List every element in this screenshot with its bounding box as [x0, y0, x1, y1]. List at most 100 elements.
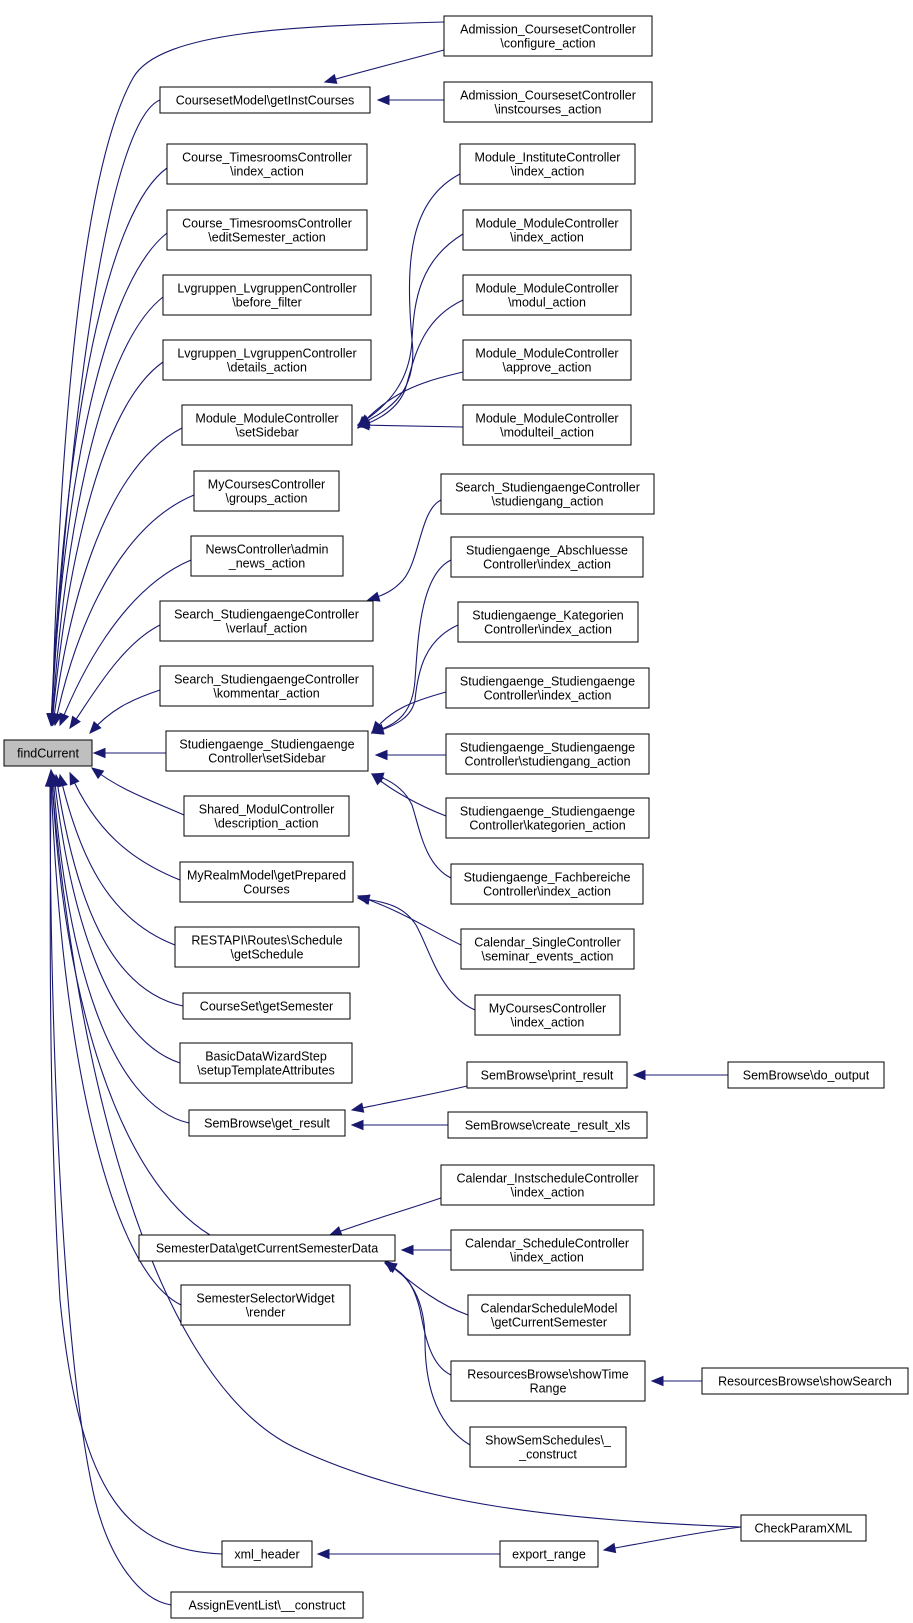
edge-arrowhead	[376, 94, 390, 106]
node-label: \getSchedule	[231, 948, 304, 962]
node-box	[440, 1164, 655, 1206]
node-label: \seminar_events_action	[481, 950, 613, 964]
call-edge	[69, 772, 181, 881]
graph-node[interactable]: Lvgruppen_LvgruppenController\details_ac…	[162, 339, 372, 381]
graph-node[interactable]: SemBrowse\do_output	[727, 1061, 885, 1089]
node-label: SemBrowse\create_result_xls	[465, 1119, 630, 1133]
call-edge	[49, 774, 223, 1555]
call-edge	[50, 232, 168, 726]
node-box	[165, 730, 369, 772]
graph-node[interactable]: SemesterData\getCurrentSemesterData	[138, 1234, 396, 1262]
graph-node[interactable]: Module_ModuleController\setSidebar	[181, 404, 353, 446]
graph-node[interactable]: RESTAPI\Routes\Schedule\getSchedule	[174, 926, 360, 968]
graph-node[interactable]: Search_StudiengaengeController\verlauf_a…	[159, 600, 374, 642]
call-edge	[50, 167, 168, 726]
graph-node[interactable]: Calendar_InstscheduleController\index_ac…	[440, 1164, 655, 1206]
graph-node[interactable]: Module_ModuleController\modul_action	[462, 274, 632, 316]
node-root[interactable]: findCurrent	[3, 739, 93, 767]
edge-arrowhead	[374, 749, 388, 761]
graph-node[interactable]: Module_ModuleController\approve_action	[462, 339, 632, 381]
node-label: \modul_action	[508, 296, 586, 310]
graph-node[interactable]: Studiengaenge_StudiengaengeController\ka…	[445, 797, 650, 839]
graph-node[interactable]: SemBrowse\get_result	[188, 1109, 346, 1137]
node-box	[181, 404, 353, 446]
graph-node[interactable]: Studiengaenge_StudiengaengeController\in…	[445, 667, 650, 709]
node-label: AssignEventList\__construct	[188, 1599, 346, 1613]
graph-node[interactable]: SemesterSelectorWidget\render	[180, 1284, 351, 1326]
graph-node[interactable]: ShowSemSchedules\__construct	[469, 1426, 627, 1468]
graph-node[interactable]: Search_StudiengaengeController\studienga…	[440, 473, 655, 515]
node-label: Admission_CoursesetController	[460, 89, 636, 103]
graph-node[interactable]: ResourcesBrowse\showSearch	[701, 1367, 909, 1395]
call-edge	[59, 774, 176, 946]
graph-node[interactable]: export_range	[499, 1540, 599, 1568]
edge-arrowhead	[328, 1226, 343, 1236]
node-box	[182, 992, 351, 1020]
call-edge	[52, 774, 190, 1124]
node-box	[462, 339, 632, 381]
graph-node[interactable]: Admission_CoursesetController\instcourse…	[443, 81, 653, 123]
node-label: MyCoursesController	[489, 1002, 606, 1016]
node-label: Controller\kategorien_action	[469, 819, 625, 833]
graph-node[interactable]: MyCoursesController\groups_action	[193, 470, 340, 512]
graph-node[interactable]: Course_TimesroomsController\editSemester…	[166, 209, 368, 251]
edge-arrowhead	[46, 768, 58, 782]
graph-node[interactable]: BasicDataWizardStep\setupTemplateAttribu…	[179, 1042, 353, 1084]
node-box	[440, 473, 655, 515]
graph-node[interactable]: NewsController\admin_news_action	[190, 535, 344, 577]
node-label: CoursesetModel\getInstCourses	[176, 94, 355, 108]
graph-node[interactable]: Studiengaenge_FachbereicheController\ind…	[450, 863, 644, 905]
graph-node[interactable]: CourseSet\getSemester	[182, 992, 351, 1020]
graph-node[interactable]: Module_ModuleController\modulteil_action	[462, 404, 632, 446]
call-edge	[53, 774, 181, 1064]
graph-node[interactable]: Studiengaenge_StudiengaengeController\se…	[165, 730, 369, 772]
node-label: \index_action	[511, 165, 585, 179]
graph-node[interactable]: Lvgruppen_LvgruppenController\before_fil…	[162, 274, 372, 316]
node-box	[445, 733, 650, 775]
edge-arrowhead	[400, 1244, 414, 1256]
node-box	[450, 863, 644, 905]
call-edge	[54, 494, 195, 726]
graph-node[interactable]: Course_TimesroomsController\index_action	[166, 143, 368, 185]
graph-node[interactable]: xml_header	[221, 1540, 313, 1568]
edge-arrowhead	[59, 712, 70, 727]
graph-node[interactable]: Studiengaenge_KategorienController\index…	[457, 601, 639, 643]
graph-node[interactable]: CalendarScheduleModel\getCurrentSemester	[467, 1294, 631, 1336]
node-label: \index_action	[511, 1186, 585, 1200]
graph-node[interactable]: CoursesetModel\getInstCourses	[159, 86, 371, 114]
graph-node[interactable]: AssignEventList\__construct	[170, 1591, 364, 1619]
graph-node[interactable]: Admission_CoursesetController\configure_…	[443, 15, 653, 57]
node-box	[445, 797, 650, 839]
graph-node[interactable]: MyCoursesController\index_action	[474, 994, 621, 1036]
graph-node[interactable]: Search_StudiengaengeController\kommentar…	[159, 665, 374, 707]
graph-node[interactable]: Studiengaenge_StudiengaengeController\st…	[445, 733, 650, 775]
graph-edges	[44, 21, 742, 1606]
node-label: Course_TimesroomsController	[182, 151, 352, 165]
graph-node[interactable]: Shared_ModulController\description_actio…	[183, 795, 350, 837]
graph-node[interactable]: Studiengaenge_AbschluesseController\inde…	[450, 536, 644, 578]
node-label: \index_action	[510, 231, 584, 245]
graph-node[interactable]: Module_InstituteController\index_action	[459, 143, 636, 185]
edge-arrowhead	[650, 1375, 664, 1387]
node-box	[499, 1540, 599, 1568]
node-box	[174, 926, 360, 968]
node-label: Range	[530, 1382, 567, 1396]
call-edge	[603, 1526, 742, 1551]
graph-node[interactable]: SemBrowse\print_result	[466, 1061, 628, 1089]
graph-node[interactable]: Calendar_ScheduleController\index_action	[450, 1229, 644, 1271]
node-label: Controller\index_action	[483, 558, 611, 572]
graph-node[interactable]: CheckParamXML	[740, 1514, 867, 1542]
node-box	[170, 1591, 364, 1619]
edge-arrowhead	[90, 767, 105, 780]
edge-arrowhead	[356, 894, 371, 905]
node-label: SemBrowse\get_result	[204, 1117, 330, 1131]
edge-arrowhead	[370, 772, 385, 783]
graph-node[interactable]: SemBrowse\create_result_xls	[447, 1111, 648, 1139]
node-label: \setupTemplateAttributes	[197, 1064, 335, 1078]
node-box	[159, 665, 374, 707]
graph-node[interactable]: Module_ModuleController\index_action	[462, 209, 632, 251]
graph-node[interactable]: Calendar_SingleController\seminar_events…	[460, 928, 635, 970]
node-box	[179, 861, 354, 903]
